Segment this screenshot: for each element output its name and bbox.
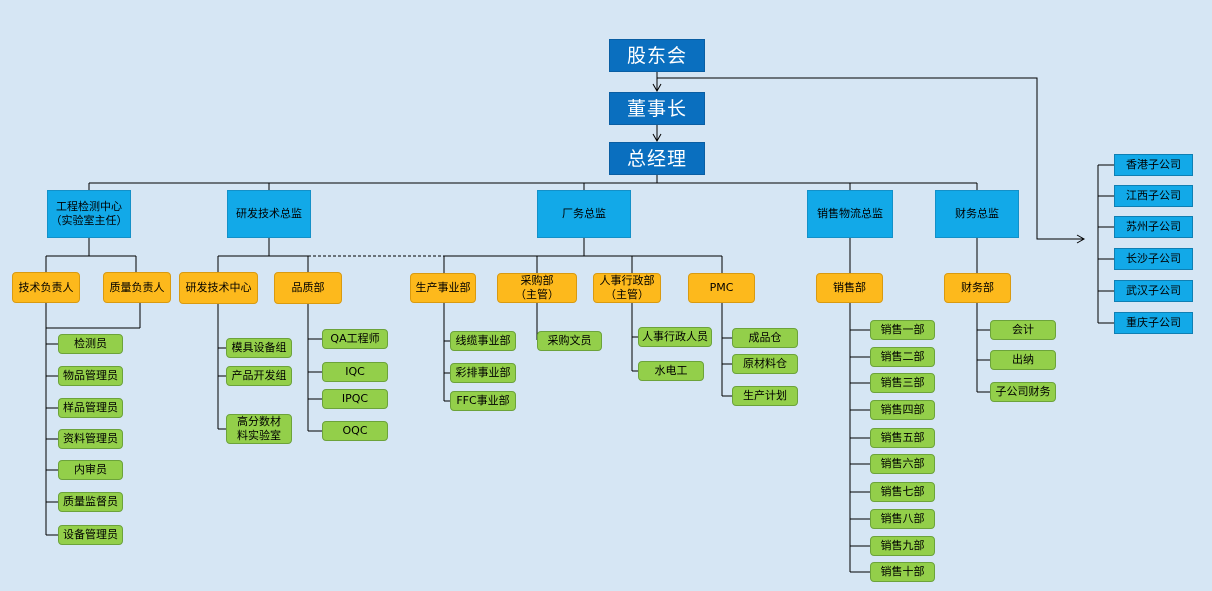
eng-staff-box: 样品管理员	[58, 398, 123, 418]
qa-role-box: OQC	[322, 421, 388, 441]
finance-director-box: 财务总监	[935, 190, 1019, 238]
finance-unit-box: 出纳	[990, 350, 1056, 370]
qa-role-box: IQC	[322, 362, 388, 382]
finance-unit-box: 子公司财务	[990, 382, 1056, 402]
sales-unit-box: 销售五部	[870, 428, 935, 448]
pmc-unit-box: 生产计划	[732, 386, 798, 406]
eng-staff-box: 设备管理员	[58, 525, 123, 545]
sales-unit-box: 销售七部	[870, 482, 935, 502]
eng-staff-box: 检测员	[58, 334, 123, 354]
qa-dept-box: 品质部	[274, 272, 342, 304]
sales-unit-box: 销售十部	[870, 562, 935, 582]
production-unit-box: 彩排事业部	[450, 363, 516, 383]
subsidiary-box: 江西子公司	[1114, 185, 1193, 207]
quality-lead-box: 质量负责人	[103, 272, 171, 303]
subsidiary-box: 香港子公司	[1114, 154, 1193, 176]
sales-unit-box: 销售九部	[870, 536, 935, 556]
eng-staff-box: 质量监督员	[58, 492, 123, 512]
production-unit-box: 线缆事业部	[450, 331, 516, 351]
subsidiary-box: 重庆子公司	[1114, 312, 1193, 334]
subsidiary-box: 苏州子公司	[1114, 216, 1193, 238]
eng-staff-box: 物品管理员	[58, 366, 123, 386]
rnd-group-box: 产品开发组	[226, 366, 292, 386]
pmc-box: PMC	[688, 273, 755, 303]
chairman-box: 董事长	[609, 92, 705, 125]
pmc-unit-box: 原材料仓	[732, 354, 798, 374]
rnd-center-box: 研发技术中心	[179, 272, 258, 304]
eng-testing-center-box: 工程检测中心 （实验室主任）	[47, 190, 131, 238]
factory-director-box: 厂务总监	[537, 190, 631, 238]
hr-staff-box: 水电工	[638, 361, 704, 381]
rnd-group-box: 模具设备组	[226, 338, 292, 358]
qa-role-box: QA工程师	[322, 329, 388, 349]
purchasing-dept-box: 采购部 （主管）	[497, 273, 577, 303]
sales-logistics-director-box: 销售物流总监	[807, 190, 893, 238]
finance-dept-box: 财务部	[944, 273, 1011, 303]
sales-unit-box: 销售六部	[870, 454, 935, 474]
purchasing-staff-box: 采购文员	[537, 331, 602, 351]
sales-dept-box: 销售部	[816, 273, 883, 303]
eng-staff-box: 内审员	[58, 460, 123, 480]
subsidiary-box: 长沙子公司	[1114, 248, 1193, 270]
qa-role-box: IPQC	[322, 389, 388, 409]
rnd-director-box: 研发技术总监	[227, 190, 311, 238]
hr-staff-box: 人事行政人员	[638, 327, 712, 347]
production-unit-box: FFC事业部	[450, 391, 516, 411]
sales-unit-box: 销售二部	[870, 347, 935, 367]
subsidiary-box: 武汉子公司	[1114, 280, 1193, 302]
tech-lead-box: 技术负责人	[12, 272, 80, 303]
finance-unit-box: 会计	[990, 320, 1056, 340]
sales-unit-box: 销售一部	[870, 320, 935, 340]
hr-admin-dept-box: 人事行政部 （主管）	[593, 273, 661, 303]
shareholders-box: 股东会	[609, 39, 705, 72]
general-manager-box: 总经理	[609, 142, 705, 175]
sales-unit-box: 销售三部	[870, 373, 935, 393]
sales-unit-box: 销售八部	[870, 509, 935, 529]
rnd-group-box: 高分数材 料实验室	[226, 414, 292, 444]
pmc-unit-box: 成品仓	[732, 328, 798, 348]
production-dept-box: 生产事业部	[410, 273, 476, 303]
eng-staff-box: 资料管理员	[58, 429, 123, 449]
sales-unit-box: 销售四部	[870, 400, 935, 420]
